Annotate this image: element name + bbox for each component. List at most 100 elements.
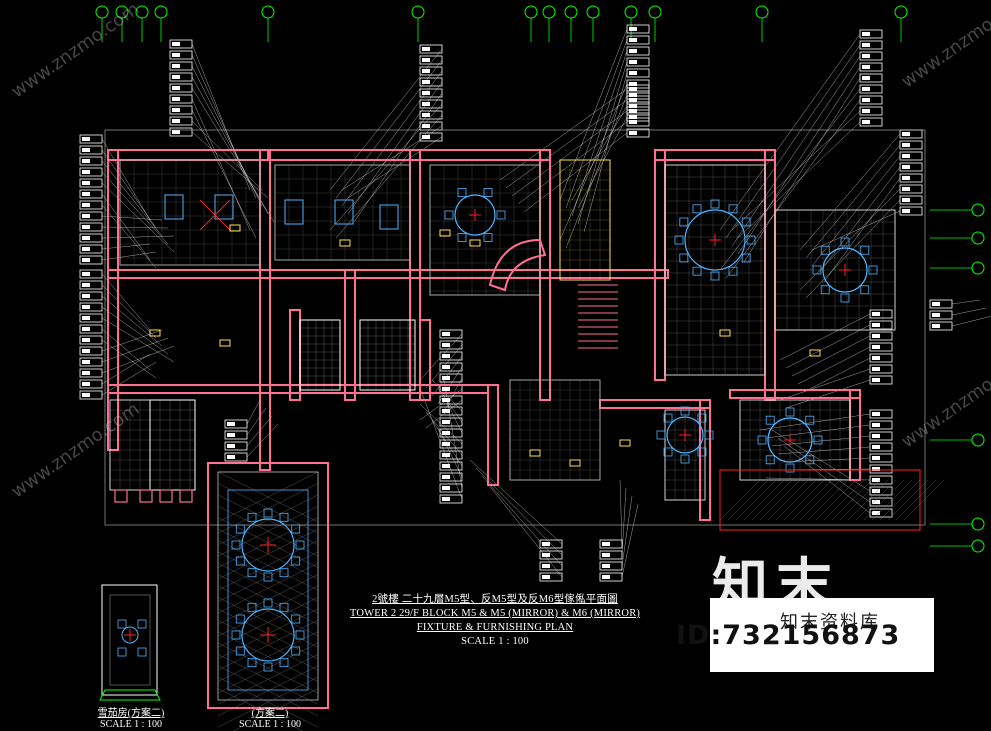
sub-chair [235, 646, 245, 656]
chair [697, 447, 707, 457]
leader [951, 316, 991, 327]
tag-fill [872, 489, 880, 493]
sub-chair [291, 646, 301, 656]
room [149, 399, 196, 491]
chair [679, 217, 689, 227]
tag-box [626, 46, 650, 56]
leader [246, 399, 261, 425]
tag-fill [902, 143, 910, 147]
tag-box [859, 29, 883, 39]
grid-markers-right [930, 203, 985, 553]
tag-fill [442, 431, 450, 435]
diag-grid [217, 528, 319, 580]
sub-chair [235, 524, 245, 534]
grid-marker [971, 517, 985, 531]
tag-fill [442, 365, 450, 369]
hatch [743, 479, 785, 521]
leader [101, 345, 175, 374]
leader [511, 110, 628, 197]
hatch [751, 479, 793, 521]
tag-box [79, 200, 103, 210]
tag-box [79, 280, 103, 290]
tag-fill [872, 412, 880, 416]
tag-fill [862, 32, 870, 36]
tag-fill [602, 575, 610, 579]
hatch [791, 479, 833, 521]
hatch [847, 479, 889, 521]
tag-box [79, 222, 103, 232]
tag-box [169, 105, 193, 115]
tag-box [626, 117, 650, 127]
tag-box [79, 244, 103, 254]
sub-chair [247, 602, 257, 612]
wall [849, 389, 861, 481]
tag-box [539, 550, 563, 560]
leader [565, 94, 628, 249]
chair [785, 407, 795, 417]
tag-box [626, 90, 650, 100]
tag-box [539, 561, 563, 571]
chair [697, 413, 707, 423]
tag-box [869, 508, 893, 518]
leader-lines [101, 28, 991, 578]
diag-grid [217, 665, 319, 716]
sub-chair [279, 512, 289, 522]
sofa [334, 199, 354, 225]
tag-box [79, 357, 103, 367]
dining-table [666, 416, 704, 454]
leader [101, 149, 157, 229]
tag-fill [902, 209, 910, 213]
hatch [799, 479, 841, 521]
tag-fill [442, 343, 450, 347]
tag-fill [872, 511, 880, 515]
leader [419, 403, 463, 445]
cigar-chair [137, 619, 147, 629]
leader [246, 407, 267, 436]
tag-fill [442, 398, 450, 402]
tag-fill [82, 338, 90, 342]
sub-chair [291, 524, 301, 534]
tag-fill [542, 575, 550, 579]
hatch [831, 479, 873, 521]
leader [101, 306, 169, 355]
leader [347, 81, 443, 215]
tag-fill [82, 137, 90, 141]
leader [101, 273, 151, 331]
tag-fill [82, 371, 90, 375]
tag-box [224, 419, 248, 429]
chair [674, 235, 684, 245]
chair [765, 455, 775, 465]
leader [191, 43, 251, 191]
leader [791, 335, 871, 377]
hatch [719, 479, 761, 521]
subplan-dining-frame [207, 462, 329, 709]
diag-grid [217, 620, 319, 671]
leader [565, 39, 628, 209]
tag-box [169, 39, 193, 49]
fixture [219, 339, 231, 347]
leader [719, 88, 861, 271]
tag-box [79, 189, 103, 199]
hatch [807, 479, 849, 521]
leader [785, 379, 871, 409]
diag-grid [217, 677, 319, 728]
tag-box [169, 50, 193, 60]
leader [101, 215, 163, 221]
tag-fill [82, 316, 90, 320]
wall [764, 149, 776, 401]
leader [517, 121, 628, 205]
leader [621, 487, 627, 556]
subplan-cigar-frame [101, 584, 158, 696]
tag-fill [422, 47, 430, 51]
tag-fill [602, 542, 610, 546]
leader [101, 235, 175, 239]
tag-fill [82, 159, 90, 163]
tag-fill [422, 58, 430, 62]
sofa [214, 194, 234, 220]
tag-box [626, 57, 650, 67]
tag-fill [862, 109, 870, 113]
tag-fill [629, 71, 637, 75]
leader [799, 188, 901, 291]
tag-box [419, 55, 443, 65]
tag-fill [422, 102, 430, 106]
